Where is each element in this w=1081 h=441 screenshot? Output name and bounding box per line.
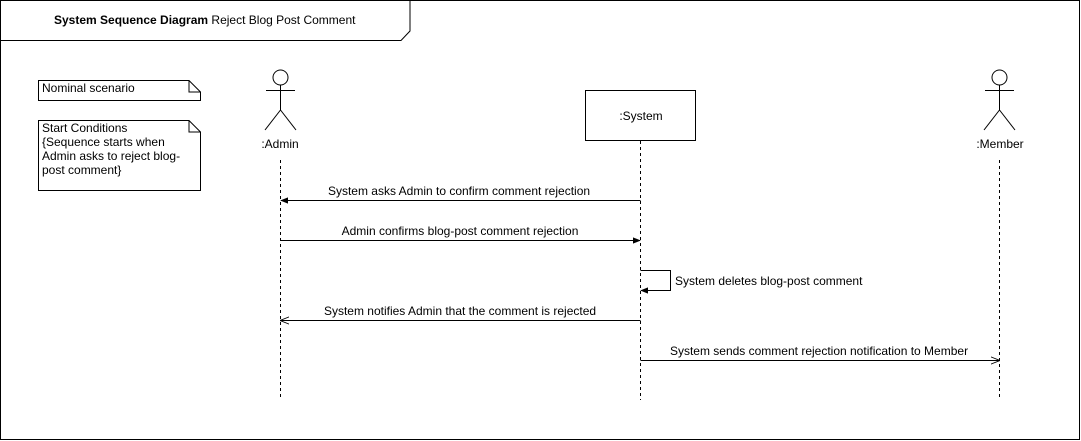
- admin-label: :Admin: [261, 137, 299, 151]
- frame-title-rest: Reject Blog Post Comment: [211, 13, 356, 27]
- note-start-conditions: Start Conditions {Sequence starts when A…: [42, 121, 180, 177]
- note-start-fold: [188, 120, 201, 133]
- system-label: :System: [619, 109, 663, 123]
- note-start-line-3: Admin asks to reject blog-: [42, 149, 181, 163]
- note-start-line-4: post comment}: [42, 163, 122, 177]
- member-label: :Member: [976, 137, 1024, 151]
- note-start-shape: [38, 120, 201, 191]
- note-start-line-2: {Sequence starts when: [42, 135, 165, 149]
- message-label-2: Admin confirms blog-post comment rejecti…: [341, 224, 579, 238]
- note-scenario-shape: [38, 80, 201, 101]
- frame-title: System Sequence Diagram Reject Blog Post…: [54, 13, 355, 27]
- message-arrow-3: [640, 270, 671, 294]
- member-actor-icon: [983, 69, 1016, 131]
- note-start-line-1: Start Conditions: [42, 121, 128, 135]
- message-label-1: System asks Admin to confirm comment rej…: [327, 184, 591, 198]
- message-label-5: System sends comment rejection notificat…: [669, 344, 969, 358]
- frame-title-bold: System Sequence Diagram: [54, 13, 209, 27]
- system-box: [585, 90, 696, 141]
- frame-title-tab: [0, 0, 411, 41]
- message-label-3: System deletes blog-post comment: [675, 274, 863, 288]
- note-scenario-fold: [188, 80, 201, 93]
- message-label-4: System notifies Admin that the comment i…: [323, 304, 597, 318]
- note-scenario-text: Nominal scenario: [42, 81, 135, 95]
- admin-actor-icon: [264, 69, 297, 131]
